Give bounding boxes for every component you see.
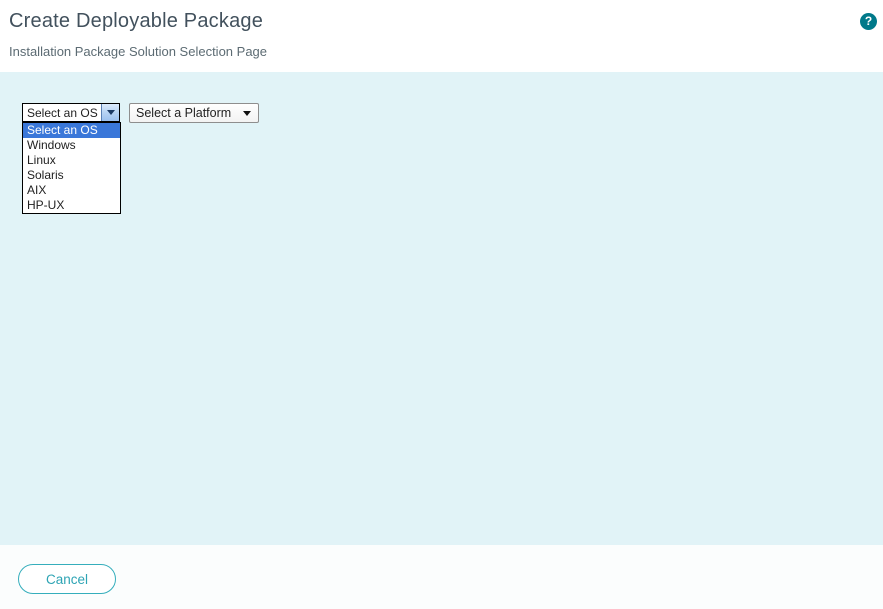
os-option-linux[interactable]: Linux: [27, 153, 56, 167]
help-icon: ?: [860, 13, 877, 30]
os-options-list: Select an OS Windows Linux Solaris AIX H…: [22, 122, 121, 214]
content-area: Select an OS Select an OS Windows Linux …: [0, 72, 883, 545]
help-button[interactable]: ?: [860, 13, 878, 31]
page-title: Create Deployable Package: [9, 10, 264, 32]
os-option-solaris[interactable]: Solaris: [27, 168, 64, 182]
os-select[interactable]: Select an OS: [22, 103, 120, 122]
page-header: Create Deployable Package Installation P…: [0, 0, 883, 72]
selects-row: Select an OS Select an OS Windows Linux …: [22, 103, 883, 214]
os-select-group: Select an OS Select an OS Windows Linux …: [22, 103, 121, 214]
platform-select-value: Select a Platform: [136, 106, 232, 120]
os-option-aix[interactable]: AIX: [27, 183, 47, 197]
os-select-dropdown-button[interactable]: [101, 104, 119, 121]
platform-select[interactable]: Select a Platform: [129, 103, 260, 123]
os-option-windows[interactable]: Windows: [27, 138, 76, 152]
page-subtitle: Installation Package Solution Selection …: [9, 44, 268, 59]
cancel-button[interactable]: Cancel: [18, 564, 116, 594]
os-option-select-an-os[interactable]: Select an OS: [23, 123, 120, 138]
chevron-down-icon: [106, 110, 115, 115]
chevron-down-icon: [243, 110, 252, 116]
os-option-hpux[interactable]: HP-UX: [27, 198, 65, 212]
os-select-value: Select an OS: [27, 106, 98, 120]
footer: Cancel: [0, 545, 883, 609]
